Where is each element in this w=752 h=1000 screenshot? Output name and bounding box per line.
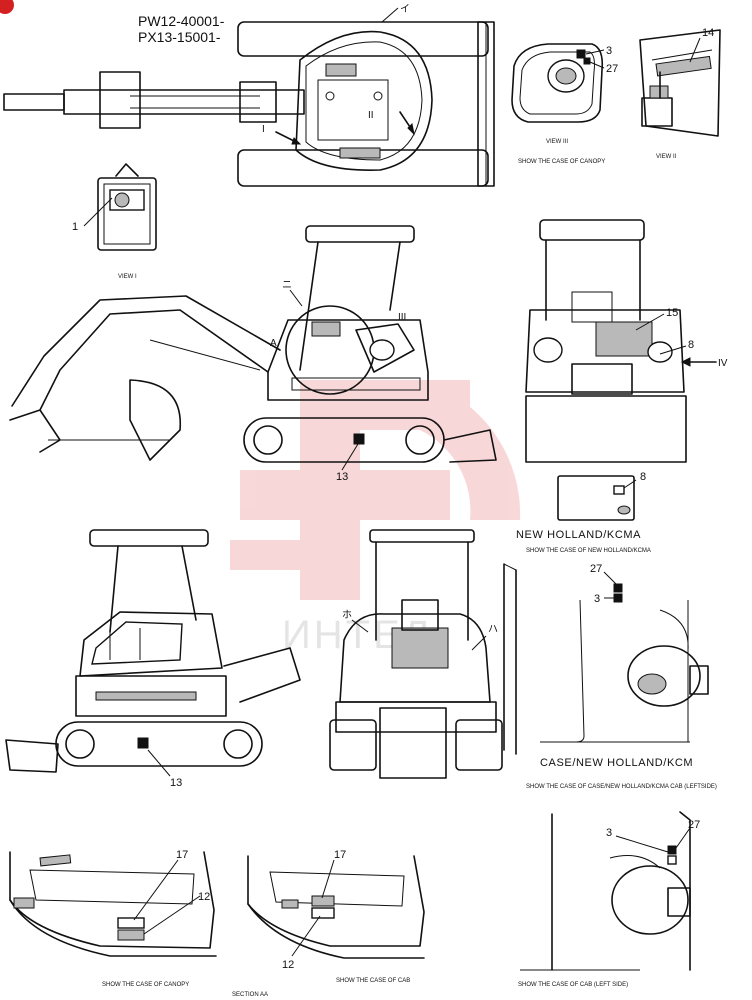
callout-8-nh: 8 [640, 471, 646, 483]
cab-left-side-detail [503, 563, 709, 755]
ref-mark-ha-kana: ハ [488, 624, 498, 635]
view-1-label: VIEW I [118, 274, 137, 280]
ref-mark-iv: IV [718, 358, 728, 369]
side-view-machine [9, 225, 497, 471]
callout-17-canopy: 17 [176, 849, 188, 861]
callout-3-bottom: 3 [606, 827, 612, 839]
callout-15: 15 [666, 307, 678, 319]
rear-left-view-machine [329, 529, 503, 779]
callout-13-side: 13 [336, 471, 348, 483]
ref-mark-iii-side: III [398, 312, 406, 323]
canopy-caption: SHOW THE CASE OF CANOPY [102, 982, 189, 988]
view-3-label: VIEW III [546, 139, 568, 145]
ref-mark-i-top: I [262, 124, 265, 135]
canopy-panel-detail [9, 851, 217, 957]
callout-3-cab: 3 [594, 593, 600, 605]
ref-mark-ho-kana: ホ [342, 609, 352, 621]
callout-27-cab: 27 [590, 563, 602, 575]
callout-12-cab: 12 [282, 959, 294, 971]
ref-mark-i-kana: イ [400, 4, 410, 15]
section-aa-label: SECTION AA [232, 992, 268, 998]
new-holland-decal-detail [557, 475, 637, 521]
new-holland-caption: SHOW THE CASE OF NEW HOLLAND/KCMA [526, 548, 651, 554]
corner-badge-icon [0, 0, 14, 14]
cab-left-side-panel [520, 811, 691, 971]
serial-line-2: PX13-15001- [138, 29, 221, 45]
callout-27-bottom: 27 [688, 819, 700, 831]
top-view-machine [3, 7, 495, 187]
case-nh-caption: SHOW THE CASE OF CASE/NEW HOLLAND/KCMA C… [526, 784, 717, 790]
view-2-panel [639, 29, 721, 137]
cab-caption: SHOW THE CASE OF CAB [336, 978, 410, 984]
ref-mark-ni-kana: ニ [282, 280, 292, 291]
ref-mark-ii-top: II [368, 110, 374, 121]
serial-line-1: PW12-40001- [138, 13, 225, 29]
view-1-panel [83, 163, 157, 251]
callout-17-cab: 17 [334, 849, 346, 861]
view-3-panel [511, 43, 605, 123]
new-holland-label: NEW HOLLAND/KCMA [516, 529, 641, 541]
rear-view-machine [525, 219, 717, 463]
callout-27-top: 27 [606, 63, 618, 75]
watermark-logo: ИНТЕЛ [230, 380, 521, 657]
canopy-top-caption: SHOW THE CASE OF CANOPY [518, 159, 605, 165]
callout-12-canopy: 12 [198, 891, 210, 903]
callout-8-rear: 8 [688, 339, 694, 351]
callout-1: 1 [72, 221, 78, 233]
callout-3-top: 3 [606, 45, 612, 57]
callout-14: 14 [702, 27, 714, 39]
ref-mark-a: A [270, 338, 277, 349]
perspective-view-machine [5, 529, 301, 777]
case-nh-label: CASE/NEW HOLLAND/KCM [540, 757, 693, 769]
cab-panel-detail [247, 855, 425, 959]
cab-left-caption: SHOW THE CASE OF CAB (LEFT SIDE) [518, 982, 628, 988]
view-2-label: VIEW II [656, 154, 677, 160]
callout-13-persp: 13 [170, 777, 182, 789]
